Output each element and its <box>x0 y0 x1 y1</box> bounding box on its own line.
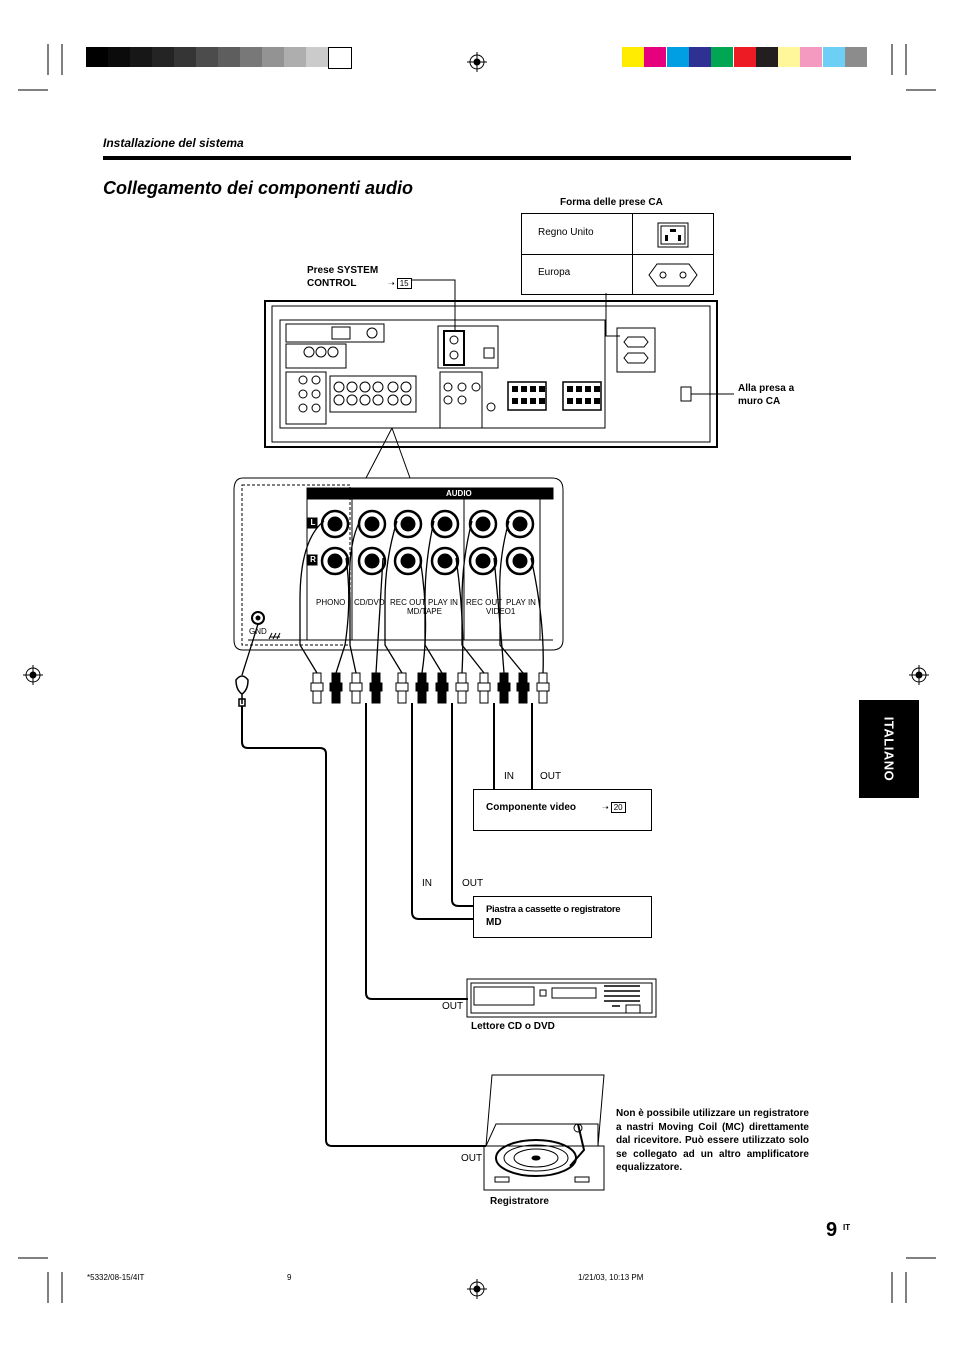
gray-swatch <box>218 47 240 67</box>
gray-swatch <box>262 47 284 67</box>
header-rule <box>103 156 851 160</box>
cd-player-name: Lettore CD o DVD <box>471 1021 555 1032</box>
outlet-eu-label: Europa <box>538 267 571 278</box>
gray-swatch <box>328 47 352 69</box>
turntable-name: Registratore <box>490 1196 549 1207</box>
eu-outlet-icon <box>648 263 698 287</box>
outlet-uk-label: Regno Unito <box>538 227 594 238</box>
jack-label-rec-out-md: REC OUT <box>390 598 426 607</box>
video-in-label: IN <box>504 771 514 782</box>
ground-lug <box>235 675 249 707</box>
tape-deck-box: Piastra a cassette o registratore MD <box>473 896 652 938</box>
cable-tape-out <box>451 703 473 907</box>
tape-in-label: IN <box>422 878 432 889</box>
jack-label-phono: PHONO <box>316 598 346 607</box>
footer-page: 9 <box>287 1273 292 1282</box>
color-swatch <box>711 47 734 67</box>
wall-outlet-label-2: muro CA <box>738 396 781 407</box>
page-number: 9 <box>826 1219 838 1241</box>
color-swatch <box>822 47 845 67</box>
section-heading: Installazione del sistema <box>103 136 244 150</box>
rca-plugs <box>310 672 550 704</box>
ac-outlets-table: Regno Unito Europa <box>521 213 714 295</box>
color-swatch <box>666 47 689 67</box>
gray-swatch <box>306 47 328 67</box>
gray-swatch <box>108 47 130 67</box>
ac-outlets-heading: Forma delle prese CA <box>560 197 663 208</box>
jack-label-play-in-video: PLAY IN <box>506 598 536 607</box>
registration-mark-top <box>467 52 487 72</box>
left-channel-marker <box>306 517 318 529</box>
color-swatch <box>733 47 756 67</box>
video-component-name: Componente video <box>486 802 577 813</box>
cd-player <box>466 978 657 1018</box>
tape-deck-name-2: MD <box>486 917 502 928</box>
color-swatch <box>778 47 801 67</box>
audio-panel-label: AUDIO <box>446 489 472 498</box>
color-swatch <box>644 47 667 67</box>
panel-jacks <box>320 509 535 576</box>
footer-code: *5332/08-15/4IT <box>87 1273 145 1282</box>
audio-cables <box>241 520 544 676</box>
registration-mark-left <box>23 665 43 685</box>
right-channel-label: R <box>310 555 316 564</box>
page-title: Collegamento dei componenti audio <box>103 178 414 198</box>
jack-label-rec-out-video: REC OUT <box>466 598 502 607</box>
footer-date: 1/21/03, 10:13 PM <box>578 1273 644 1282</box>
cable-tape-in <box>411 703 473 920</box>
power-cord-plug <box>680 386 692 402</box>
color-swatch <box>622 47 644 67</box>
gray-swatch <box>284 47 306 67</box>
gray-swatch <box>174 47 196 67</box>
jack-label-cd-dvd: CD/DVD <box>354 598 385 607</box>
turntable <box>483 1074 605 1191</box>
mc-cartridge-note: Non è possibile utilizzare un registrato… <box>616 1108 809 1173</box>
group-label-md-tape: MD/TAPE <box>407 607 442 616</box>
video-component-ref: ➝20 <box>602 802 626 813</box>
receiver-audio-jacks <box>333 381 412 406</box>
language-tab <box>859 700 919 798</box>
receiver-ac-outlets <box>616 327 656 373</box>
registration-mark-right <box>909 665 929 685</box>
cd-out-label: OUT <box>442 1001 464 1012</box>
audio-jack-panel-enlarged <box>233 477 564 651</box>
wall-outlet-label: Alla presa a <box>738 383 795 394</box>
uk-outlet-icon <box>657 222 689 248</box>
gray-swatch <box>86 47 108 67</box>
receiver-rear-panel <box>264 300 718 448</box>
tape-deck-name: Piastra a cassette o registratore <box>486 904 621 915</box>
gray-swatch <box>240 47 262 67</box>
audio-bar <box>306 487 554 500</box>
right-channel-marker <box>306 554 318 566</box>
color-swatch <box>845 47 867 67</box>
system-control-ref: ➝15 <box>388 278 412 289</box>
gray-swatch <box>196 47 218 67</box>
gray-swatch <box>152 47 174 67</box>
gray-swatch <box>130 47 152 67</box>
left-channel-label: L <box>310 518 316 527</box>
system-control-label-2: CONTROL <box>307 278 357 289</box>
tape-out-label: OUT <box>462 878 484 889</box>
jack-label-play-in-md: PLAY IN <box>428 598 458 607</box>
color-swatch <box>800 47 823 67</box>
gnd-label: GND <box>249 627 267 636</box>
video-out-label: OUT <box>540 771 562 782</box>
registration-mark-bottom <box>467 1279 487 1299</box>
turntable-out-label: OUT <box>461 1153 483 1164</box>
cable-cd <box>365 703 468 1000</box>
page-number-suffix: IT <box>843 1223 851 1232</box>
system-control-jacks <box>443 330 465 366</box>
color-swatch <box>755 47 778 67</box>
video-component-box: Componente video ➝20 <box>473 789 652 831</box>
cable-turntable <box>241 706 486 1147</box>
language-tab-label: ITALIANO <box>881 716 897 782</box>
system-control-label: Prese SYSTEM <box>307 265 379 276</box>
group-label-video1: VIDEO1 <box>486 607 516 616</box>
color-swatch <box>688 47 711 67</box>
